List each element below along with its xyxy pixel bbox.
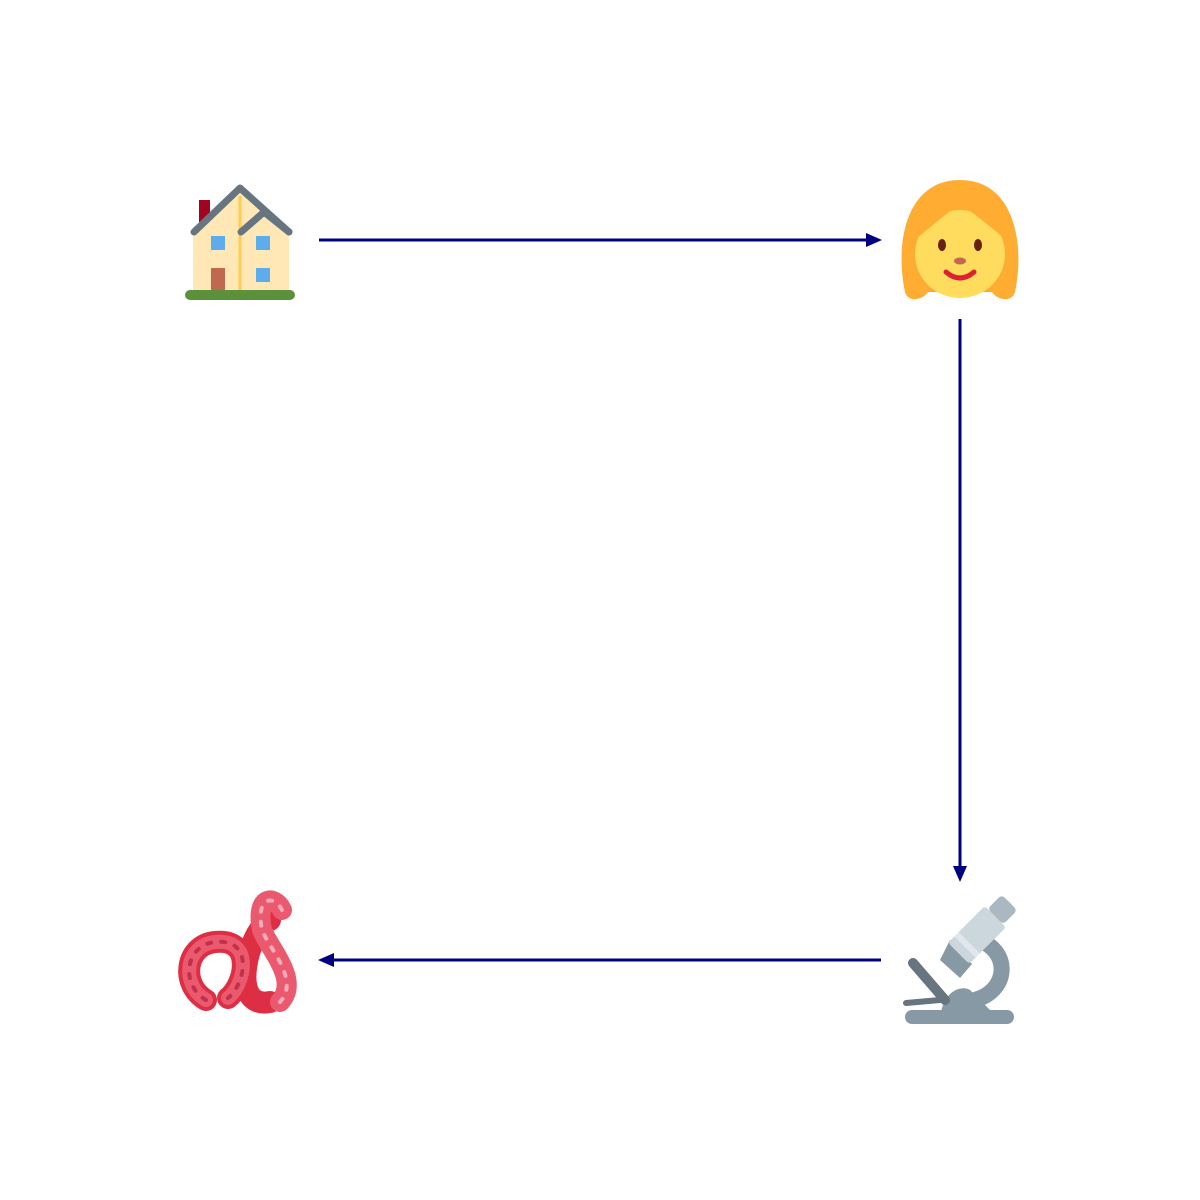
edge-woman-to-microscope (953, 319, 967, 882)
worm-icon (178, 890, 297, 1014)
house-icon (185, 184, 295, 300)
woman-icon (901, 180, 1019, 300)
edge-microscope-to-worm (318, 953, 881, 967)
edge-house-to-woman (319, 233, 882, 247)
arrow-head (318, 953, 334, 967)
arrow-head (953, 866, 967, 882)
microscope-icon (903, 896, 1016, 1024)
arrow-head (866, 233, 882, 247)
